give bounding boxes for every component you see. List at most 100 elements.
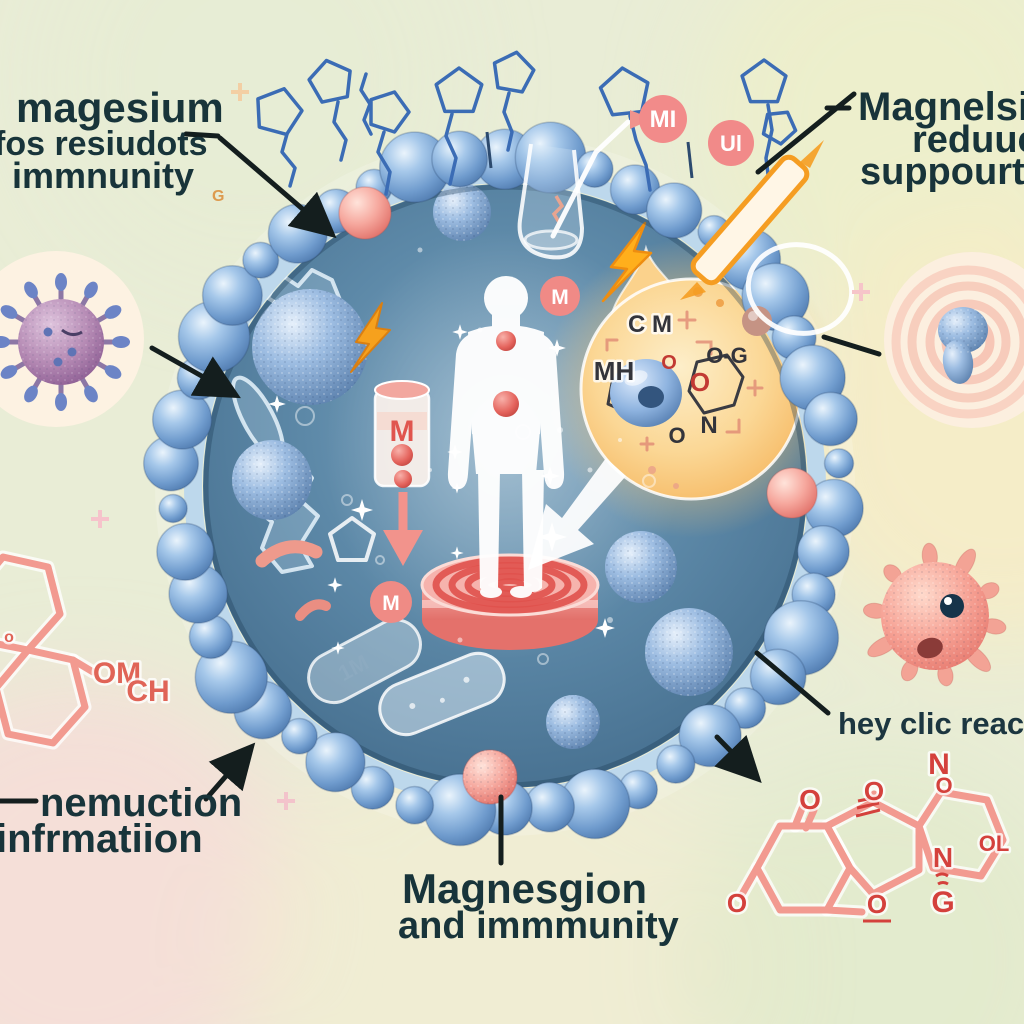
virus-spike-tip: [0, 365, 18, 379]
labels: magesium fos resiudots immnunity Magnels…: [0, 84, 1024, 947]
pointer-lines-part: [714, 734, 762, 783]
virus-spike-tip: [24, 281, 38, 299]
magnesium-vial-part: [374, 380, 430, 400]
bubbles-part: [375, 555, 385, 565]
virus-spike-tip: [84, 385, 98, 403]
membrane-bead: [645, 182, 703, 239]
membrane-bead: [803, 391, 858, 447]
orange-banner-icon-part: [690, 154, 810, 286]
ion-spheres: [232, 183, 733, 749]
membrane-bead: [156, 522, 215, 581]
purple-virus-icon-part: [61, 328, 83, 337]
bubbles-part: [457, 637, 463, 643]
magnesium-vial-part: [383, 530, 423, 566]
virus-spike-tip: [84, 281, 98, 299]
white-loop-icon: [745, 242, 855, 336]
label-top-right-1: Magnelsimm: [858, 85, 1024, 129]
bubbles-part: [428, 468, 432, 472]
ion-spheres-part: [605, 531, 677, 603]
label-bottom-left-1: nemuction: [40, 781, 242, 825]
atom-label: C M: [628, 311, 672, 338]
human-silhouette-part: [468, 325, 544, 441]
atom-label: O: [935, 773, 952, 798]
virus-eye: [940, 594, 964, 618]
pink-virus-icon-part: [944, 597, 952, 605]
flask-icon-part: [551, 195, 565, 225]
virus-mouth: [917, 637, 943, 659]
pink-bead: [766, 467, 818, 519]
label-right-mid: hey clic reacegs: [838, 706, 1024, 741]
human-silhouette-part: [492, 312, 520, 328]
label-bottom-center-2: and immmunity: [398, 905, 679, 947]
antibody-structures: [256, 50, 798, 220]
bubbles-part: [341, 494, 353, 506]
pink-virus-icon: [862, 542, 1007, 687]
antibody-icon: [761, 110, 798, 146]
membrane-bead: [350, 765, 395, 810]
bubbles-part: [618, 438, 622, 442]
virus-spike-tip: [112, 336, 130, 348]
supplement-capsule: 1M: [307, 618, 422, 705]
bacterium-worm: [295, 599, 331, 621]
antibody-icon: [740, 58, 788, 104]
vial-letter: M: [390, 415, 415, 448]
label-top-left-1: magesium: [16, 84, 224, 131]
bubbles-part: [477, 327, 483, 333]
membrane-bead: [656, 744, 696, 784]
label-top-left-2: fos resiudots: [0, 125, 207, 163]
atom-label: G: [931, 886, 954, 919]
target-disc-icon-part: [432, 556, 588, 614]
membrane-bead: [823, 448, 855, 479]
bubbles-part: [557, 427, 563, 433]
membrane-bead: [395, 785, 435, 825]
virus-spike-tip: [24, 385, 38, 403]
hatch-bond: [855, 795, 881, 818]
ringed-microbe-inset-part: [925, 299, 1011, 385]
cell-part: [463, 750, 517, 804]
antibody-stem: [628, 114, 652, 192]
flask-icon-part: [523, 229, 579, 251]
antibody-icon: [307, 58, 352, 104]
bubbles: [295, 247, 656, 665]
antibody-icon: [492, 50, 536, 94]
label-bottom-center-1: Magnesgion: [402, 865, 647, 912]
m-badge-label: M: [551, 286, 569, 309]
purple-virus-icon: [0, 273, 130, 411]
virus-spike-tip: [104, 365, 122, 379]
atom-label: O: [799, 784, 821, 815]
membrane-bead: [201, 264, 263, 327]
purple-virus-inset: [0, 251, 144, 427]
ion-spheres-part: [232, 440, 312, 520]
antibody-stem: [332, 100, 348, 162]
membrane-pin: [686, 141, 694, 179]
virus-dot: [43, 327, 53, 337]
molecule-bottom-right-part: [734, 785, 1010, 919]
bubbles-part: [417, 247, 423, 253]
molecule-bottom-right-part-part: [737, 790, 878, 916]
human-silhouette: [447, 276, 565, 598]
ringed-microbe-inset-part: [891, 265, 1024, 419]
label-top-right-2: reduuc: [912, 119, 1024, 161]
m-badge-label: M: [382, 592, 400, 615]
orange-banner-icon-part-part: [690, 154, 810, 286]
antibody-stem: [502, 91, 514, 152]
ion-spheres-part: [433, 183, 491, 241]
purple-virus-icon-part: [18, 299, 104, 385]
pink-virus-icon-part: [881, 562, 989, 670]
pointer-lines-part: [217, 135, 337, 239]
membrane-bead: [796, 525, 850, 578]
stray-g-glyph: G: [212, 188, 224, 205]
callout-line-white: [550, 119, 631, 239]
atom-label: O: [727, 888, 747, 918]
magnesium-vial: M M: [370, 380, 431, 623]
virus-dot: [53, 357, 63, 367]
atom-label: o: [4, 629, 14, 646]
target-disc-icon-part: [448, 562, 572, 608]
atom-label: CH: [126, 675, 169, 708]
virus-dot: [67, 347, 77, 357]
magnesium-vial-part: [377, 412, 427, 430]
membrane-bead: [305, 731, 366, 793]
pointer-lines-part: [203, 742, 256, 802]
supplement-capsule-part: [307, 618, 422, 705]
